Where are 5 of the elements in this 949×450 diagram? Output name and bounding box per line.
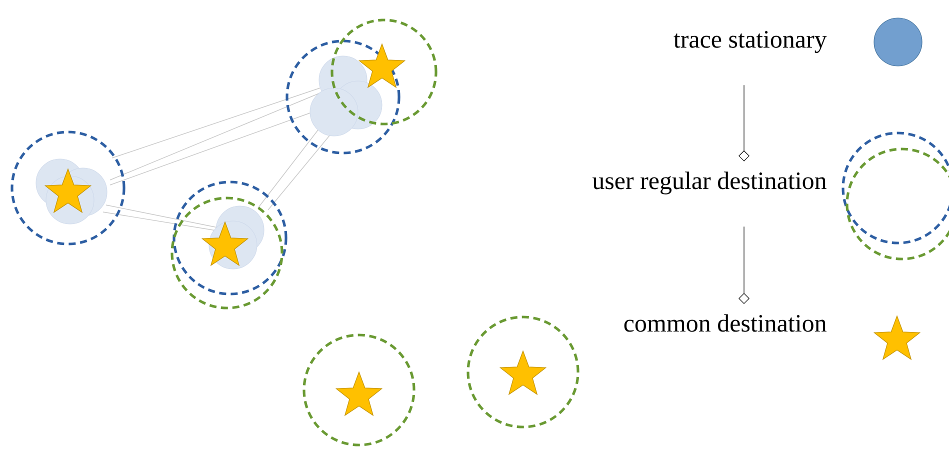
text-label: user regular destination (592, 172, 826, 194)
connector-line (738, 226, 750, 304)
connector-line (738, 84, 750, 162)
text-label: trace stationary (674, 31, 827, 53)
text-label: common destination (624, 314, 826, 332)
